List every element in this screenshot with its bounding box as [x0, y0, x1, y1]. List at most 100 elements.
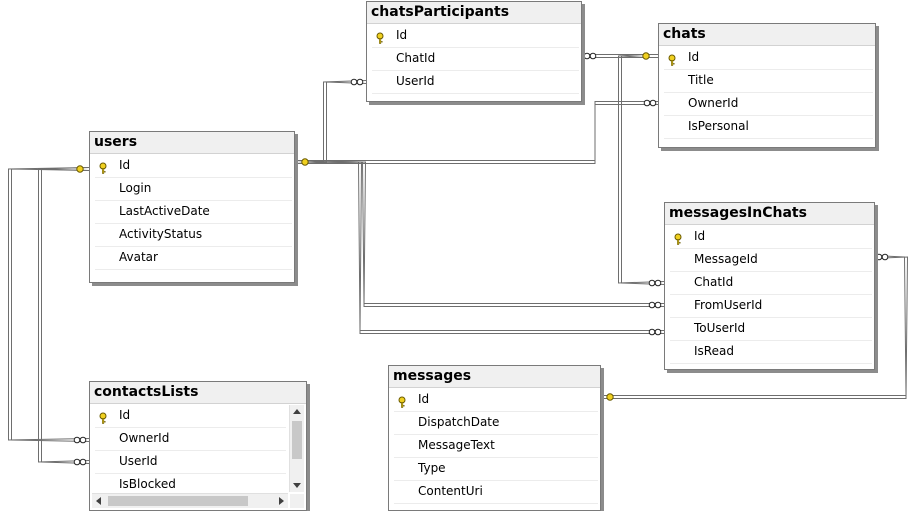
- infinity-end-icon: [73, 458, 87, 466]
- column-row-id[interactable]: Id: [95, 405, 286, 428]
- key-end-icon: [76, 165, 84, 173]
- column-row[interactable]: ChatId: [372, 48, 579, 71]
- column-row[interactable]: ContentUri: [394, 481, 598, 504]
- relationship-users-toUser: [295, 161, 664, 334]
- infinity-end-icon: [648, 279, 662, 287]
- relationship-users-contactsOwner: [11, 168, 90, 442]
- table-title[interactable]: chats: [659, 24, 875, 46]
- column-name: ToUserId: [694, 321, 746, 335]
- column-row[interactable]: IsRead: [670, 341, 872, 364]
- scrollbar-corner: [290, 494, 304, 508]
- scrollbar-thumb[interactable]: [108, 496, 248, 506]
- column-row[interactable]: ActivityStatus: [95, 224, 292, 247]
- column-row[interactable]: OwnerId: [664, 93, 873, 116]
- key-end-icon: [642, 52, 650, 60]
- relationship-users-chats: [296, 104, 658, 164]
- relationship-chats-messagesInChats: [618, 54, 665, 284]
- column-name: Id: [119, 408, 131, 422]
- column-row[interactable]: ToUserId: [670, 318, 872, 341]
- column-name: ChatId: [694, 275, 734, 289]
- column-name: ContentUri: [418, 484, 483, 498]
- relationship-users-contactsOwner: [8, 167, 90, 441]
- infinity-end-icon: [643, 99, 657, 107]
- column-name: MessageText: [418, 438, 495, 452]
- table-title[interactable]: chatsParticipants: [367, 2, 581, 24]
- column-row[interactable]: IsPersonal: [664, 116, 873, 139]
- column-name: OwnerId: [119, 431, 170, 445]
- column-row[interactable]: UserId: [372, 71, 579, 94]
- table-title[interactable]: users: [90, 132, 294, 154]
- column-name: IsPersonal: [688, 119, 749, 133]
- relationship-users-contactsUser: [41, 168, 90, 464]
- column-name: Id: [688, 50, 700, 64]
- relationship-users-chatsParticipants: [295, 80, 367, 163]
- primary-key-icon: [99, 410, 111, 424]
- column-row-id[interactable]: Id: [670, 226, 872, 249]
- relationship-users-chats: [296, 101, 658, 161]
- column-name: UserId: [396, 74, 435, 88]
- column-row[interactable]: Login: [95, 178, 292, 201]
- column-name: MessageId: [694, 252, 758, 266]
- relationship-users-fromUser: [295, 161, 664, 307]
- column-row[interactable]: Title: [664, 70, 873, 93]
- column-row[interactable]: DispatchDate: [394, 412, 598, 435]
- relationship-users-chatsParticipants: [295, 81, 367, 164]
- table-contactsLists[interactable]: contactsLists Id OwnerId UserId IsBlocke…: [89, 381, 307, 511]
- key-end-icon: [301, 158, 309, 166]
- infinity-end-icon: [350, 78, 364, 86]
- infinity-end-icon: [583, 52, 597, 60]
- scroll-down-icon[interactable]: [293, 483, 301, 488]
- column-name: Login: [119, 181, 152, 195]
- column-name: IsRead: [694, 344, 734, 358]
- column-row-id[interactable]: Id: [664, 47, 873, 70]
- column-row[interactable]: MessageText: [394, 435, 598, 458]
- column-name: OwnerId: [688, 96, 739, 110]
- relationship-messages-messagesInChats: [599, 255, 907, 396]
- infinity-end-icon: [648, 301, 662, 309]
- column-row[interactable]: Type: [394, 458, 598, 481]
- scroll-right-icon[interactable]: [279, 497, 284, 505]
- table-chats[interactable]: chats Id Title OwnerId IsPersonal: [658, 23, 876, 148]
- column-row-id[interactable]: Id: [95, 155, 292, 178]
- relationship-chats-messagesInChats: [621, 55, 665, 285]
- column-row[interactable]: UserId: [95, 451, 286, 474]
- column-name: DispatchDate: [418, 415, 500, 429]
- column-row[interactable]: MessageId: [670, 249, 872, 272]
- table-messages[interactable]: messages Id DispatchDate MessageText Typ…: [388, 365, 601, 511]
- column-row[interactable]: Avatar: [95, 247, 292, 270]
- table-title[interactable]: messagesInChats: [665, 203, 874, 225]
- column-row-id[interactable]: Id: [372, 25, 579, 48]
- table-messagesInChats[interactable]: messagesInChats Id MessageId ChatId From…: [664, 202, 875, 370]
- vertical-scrollbar[interactable]: [289, 405, 304, 492]
- column-name: FromUserId: [694, 298, 763, 312]
- column-row[interactable]: FromUserId: [670, 295, 872, 318]
- table-title[interactable]: contactsLists: [90, 382, 306, 404]
- column-row[interactable]: OwnerId: [95, 428, 286, 451]
- infinity-end-icon: [648, 328, 662, 336]
- relationship-messages-messagesInChats: [599, 256, 909, 399]
- scroll-left-icon[interactable]: [96, 497, 101, 505]
- column-row[interactable]: ChatId: [670, 272, 872, 295]
- column-name: UserId: [119, 454, 158, 468]
- horizontal-scrollbar[interactable]: [92, 493, 288, 508]
- column-name: Id: [694, 229, 706, 243]
- column-row-id[interactable]: Id: [394, 389, 598, 412]
- scrollbar-thumb[interactable]: [292, 421, 302, 459]
- column-name: Id: [418, 392, 430, 406]
- table-users[interactable]: users Id Login LastActiveDate ActivitySt…: [89, 131, 295, 283]
- primary-key-icon: [668, 52, 680, 66]
- scroll-up-icon[interactable]: [293, 409, 301, 414]
- column-name: Id: [396, 28, 408, 42]
- infinity-end-icon: [875, 253, 889, 261]
- table-title[interactable]: messages: [389, 366, 600, 388]
- column-name: IsBlocked: [119, 477, 176, 491]
- column-name: ActivityStatus: [119, 227, 203, 241]
- key-end-icon: [606, 393, 614, 401]
- table-chatsParticipants[interactable]: chatsParticipants Id ChatId UserId: [366, 1, 582, 102]
- column-name: LastActiveDate: [119, 204, 210, 218]
- column-row[interactable]: LastActiveDate: [95, 201, 292, 224]
- infinity-end-icon: [73, 436, 87, 444]
- primary-key-icon: [398, 394, 410, 408]
- column-name: ChatId: [396, 51, 436, 65]
